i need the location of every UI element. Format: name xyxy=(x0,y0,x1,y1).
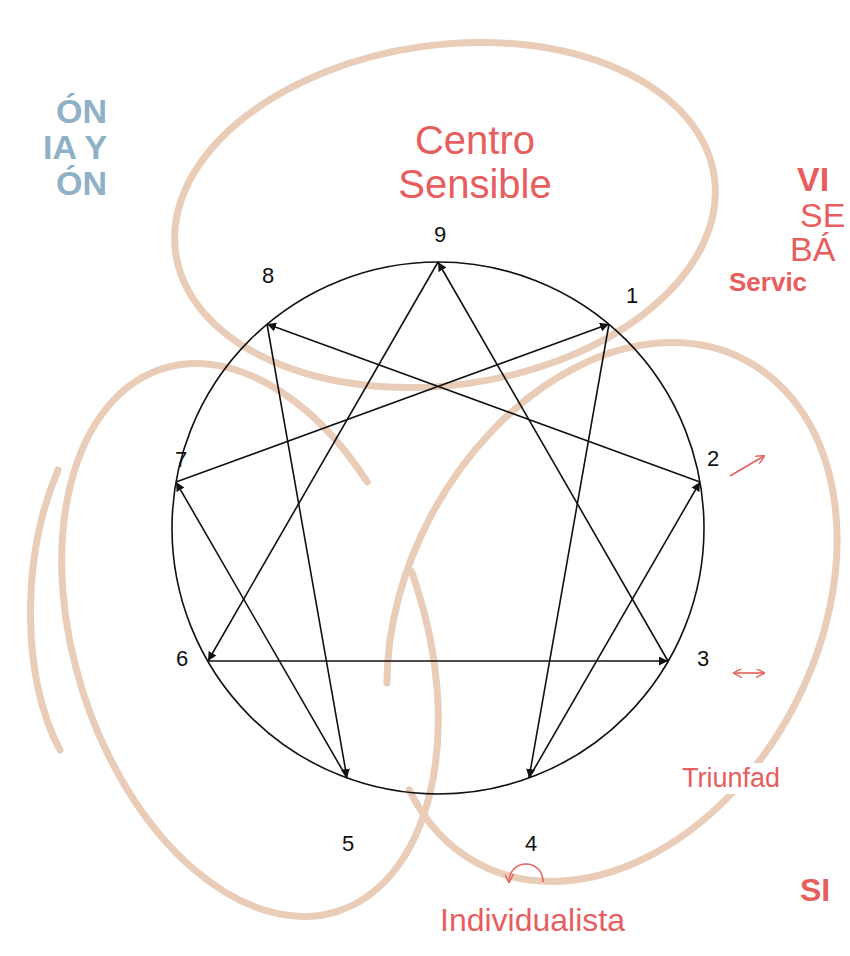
point-number: 2 xyxy=(707,446,719,471)
enneagram xyxy=(172,262,704,794)
point-number: 6 xyxy=(176,646,188,671)
loop-symbol xyxy=(509,864,543,882)
arrow-symbol xyxy=(730,456,764,476)
enneagram-line xyxy=(267,324,700,482)
head-stroke xyxy=(152,9,738,421)
cropped-heading: ÓN xyxy=(56,164,107,203)
type-name: Triunfad xyxy=(680,763,782,794)
point-number: 9 xyxy=(434,222,446,247)
type-name: Individualista xyxy=(438,902,627,939)
body-stroke xyxy=(0,315,505,956)
point-number: 3 xyxy=(697,646,709,671)
body-stroke-extra xyxy=(30,470,60,750)
enneagram-line xyxy=(208,660,668,662)
enneagram-line xyxy=(176,482,347,778)
enneagram-line xyxy=(529,482,700,778)
cropped-heading: SI xyxy=(800,872,830,909)
red-symbols xyxy=(509,456,764,882)
enneagram-circle xyxy=(172,262,704,794)
enneagram-line xyxy=(176,324,609,482)
enneagram-line xyxy=(208,262,438,661)
enneagram-line xyxy=(438,262,668,661)
cropped-heading: ÓN xyxy=(56,92,107,131)
double-arrow-symbol xyxy=(734,672,764,674)
group-strokes xyxy=(0,9,850,956)
heart-stroke xyxy=(297,264,850,956)
cropped-heading: SE xyxy=(800,196,845,235)
center-title: Centro Sensible xyxy=(360,118,590,206)
point-number: 7 xyxy=(175,447,187,472)
type-name: Servic xyxy=(727,268,809,298)
point-number: 8 xyxy=(262,263,274,288)
cropped-heading: IA Y xyxy=(43,128,107,167)
point-number: 1 xyxy=(626,283,638,308)
cropped-heading: VI xyxy=(797,160,829,199)
point-number: 5 xyxy=(342,831,354,856)
point-number: 4 xyxy=(525,831,537,856)
cropped-heading: BÁ xyxy=(790,230,835,269)
